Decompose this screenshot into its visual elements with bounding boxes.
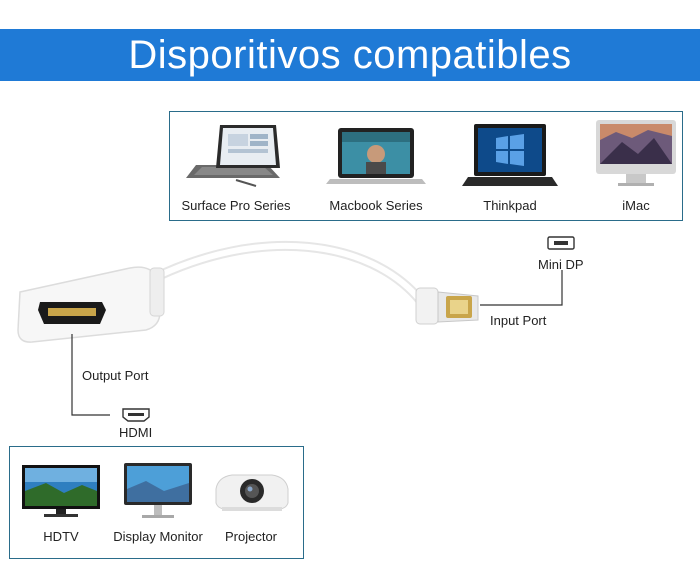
device-label: HDTV: [43, 529, 79, 544]
device-macbook: Macbook Series: [316, 120, 436, 216]
surface-pro-icon: [186, 125, 280, 187]
device-projector: Projector: [208, 461, 294, 551]
device-display-monitor: Display Monitor: [110, 461, 206, 551]
monitor-icon: [124, 463, 192, 518]
device-hdtv: HDTV: [16, 461, 106, 551]
device-imac: iMac: [576, 120, 696, 216]
device-thinkpad: Thinkpad: [450, 120, 570, 216]
device-label: iMac: [622, 198, 650, 213]
mini-dp-label: Mini DP: [538, 257, 584, 272]
device-label: Display Monitor: [113, 529, 203, 544]
input-port-label: Input Port: [490, 313, 547, 328]
tv-icon: [22, 465, 100, 517]
hdmi-port-icon: [122, 408, 150, 422]
adapter-cable-illustration: [17, 240, 563, 416]
device-label: Thinkpad: [483, 198, 537, 213]
display-devices-panel: HDTV Display Monitor Projector: [9, 446, 304, 559]
title-banner: Disporitivos compatibles: [0, 29, 700, 81]
page-title: Disporitivos compatibles: [128, 32, 572, 77]
device-label: Surface Pro Series: [181, 198, 291, 213]
device-surface-pro: Surface Pro Series: [176, 120, 296, 216]
device-label: Projector: [224, 529, 278, 544]
output-port-label: Output Port: [82, 368, 149, 383]
mini-dp-port-icon: [547, 236, 575, 250]
projector-icon: [215, 474, 289, 511]
thinkpad-icon: [462, 124, 558, 186]
device-label: Macbook Series: [329, 198, 423, 213]
imac-icon: [596, 120, 676, 186]
source-devices-panel: Surface Pro Series Macbook Series Thinkp…: [169, 111, 683, 221]
macbook-icon: [326, 128, 426, 184]
hdmi-label: HDMI: [119, 425, 153, 440]
